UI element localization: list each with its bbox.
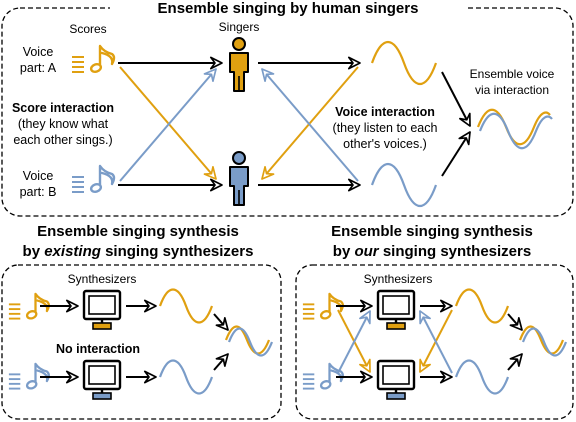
voice-b-label-line1: Voice [23, 169, 54, 183]
top-panel: Ensemble singing by human singers Scores… [1, 0, 574, 217]
voice-interaction-line1: (they listen to each [333, 121, 438, 135]
synthesizers-label: Synthesizers [364, 272, 433, 286]
arrow-voice-b-to-singer-a [261, 68, 359, 182]
arrow-voice-b-to-mix [213, 353, 229, 371]
bottom-right-panel: Ensemble singing synthesis by our singin… [295, 223, 574, 420]
music-note-icon [70, 44, 116, 75]
arrow-voice-a-to-singer-b [261, 66, 359, 180]
person-icon [229, 151, 249, 206]
voice-interaction-title: Voice interaction [335, 105, 435, 119]
voice-a-label-line2: part: A [20, 61, 57, 75]
bottom-left-title-line1: Ensemble singing synthesis [37, 223, 239, 240]
voice-a-label-line1: Voice [23, 45, 54, 59]
music-note-icon [70, 164, 116, 195]
score-interaction-line2: each other sings.) [13, 133, 112, 147]
arrow-voice-b-to-ensemble [441, 131, 471, 177]
voice-interaction-line2: other's voices.) [343, 137, 427, 151]
bottom-right-title-line1: Ensemble singing synthesis [331, 223, 533, 240]
mixed-wave-blue [227, 327, 274, 357]
sine-wave-icon [454, 288, 510, 324]
arrow-voice-b-to-synth-a [419, 310, 453, 374]
scores-label: Scores [69, 22, 106, 36]
mixed-wave-blue [521, 327, 568, 357]
score-interaction-title: Score interaction [12, 101, 114, 115]
bottom-left-panel: Ensemble singing synthesis by existing s… [1, 223, 282, 420]
arrow-voice-b-to-mix [507, 353, 523, 371]
arrow-voice-a-to-mix [507, 313, 523, 331]
person-icon [229, 37, 249, 92]
monitor-icon [376, 289, 416, 330]
ensemble-wave-blue [478, 112, 553, 150]
voice-b-label-line2: part: B [20, 185, 57, 199]
monitor-icon [82, 359, 122, 400]
ensemble-wave-orange [476, 108, 551, 146]
sine-wave-icon [370, 41, 438, 85]
score-interaction-line1: (they know what [18, 117, 109, 131]
arrow-voice-a-to-ensemble [441, 71, 471, 127]
ensemble-voice-label-line2: via interaction [475, 83, 549, 97]
mixed-wave-orange [224, 325, 271, 355]
arrow-score-b-to-synth-a [337, 310, 371, 374]
mixed-wave-orange [518, 325, 565, 355]
ensemble-voice-label-line1: Ensemble voice [470, 67, 555, 81]
sine-wave-icon [370, 163, 438, 207]
top-panel-title: Ensemble singing by human singers [158, 0, 419, 17]
monitor-icon [376, 359, 416, 400]
sine-wave-icon [158, 288, 214, 324]
sine-wave-icon [158, 359, 214, 395]
singers-label: Singers [219, 20, 260, 34]
bottom-right-title-line2: by our singing synthesizers [333, 243, 531, 260]
arrow-score-a-to-singer-b [119, 66, 217, 180]
arrow-score-b-to-singer-a [119, 68, 217, 182]
monitor-icon [82, 289, 122, 330]
sine-wave-icon [454, 359, 510, 395]
bottom-left-title-line2: by existing singing synthesizers [23, 243, 254, 260]
synthesizers-label: Synthesizers [68, 272, 137, 286]
arrow-voice-a-to-mix [213, 313, 229, 331]
no-interaction-label: No interaction [56, 342, 140, 356]
